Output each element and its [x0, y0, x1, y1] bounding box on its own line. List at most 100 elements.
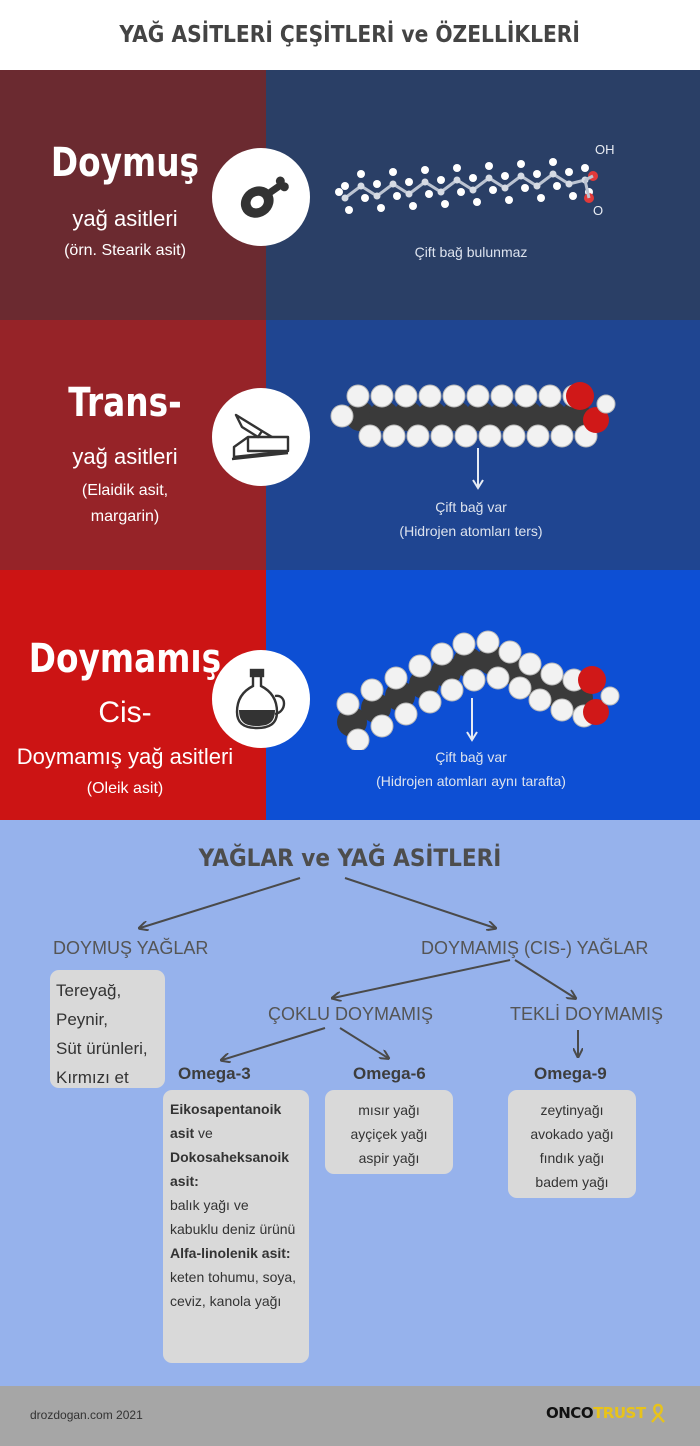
hydrogen-atom: [469, 174, 477, 182]
logo-text-trust: TRUST: [593, 1404, 646, 1422]
carbon-atom: [453, 176, 461, 184]
skeletal-molecule: [335, 158, 598, 214]
butter-knife-icon: [212, 388, 310, 486]
hydrogen-atom: [408, 654, 432, 678]
list-item: Tereyağ,: [56, 981, 122, 1000]
hydrogen-atom: [346, 384, 370, 408]
bent-chain-molecule: [336, 630, 620, 750]
trans-example-2: margarin): [90, 508, 160, 525]
list-item: keten tohumu, soya,: [170, 1269, 297, 1285]
double-bond-arrow-icon: [466, 698, 478, 742]
oxygen-atom: [583, 699, 609, 725]
carbon-atom: [533, 182, 541, 190]
saturated-fats-node: DOYMUŞ YAĞLAR: [53, 938, 209, 958]
carbon-atom: [441, 401, 471, 431]
hydrogen-atom: [526, 424, 550, 448]
carbon-atom: [485, 174, 493, 182]
hydrogen-atom: [442, 384, 466, 408]
monounsaturated-node: TEKLİ DOYMAMIŞ: [510, 1004, 664, 1024]
hydrogen-atom: [437, 176, 445, 184]
hydrogen-atom: [370, 714, 394, 738]
carbon-atom: [437, 188, 445, 196]
hydrogen-atom: [418, 384, 442, 408]
cis-title: Cis-: [98, 696, 152, 729]
carbon-atom: [373, 192, 381, 200]
hydrogen-atom: [486, 666, 510, 690]
hydrogen-atom: [454, 424, 478, 448]
hydrogen-atom: [373, 180, 381, 188]
carbon-atom: [369, 401, 399, 431]
hydrogen-atom: [533, 170, 541, 178]
hydrogen-atom: [540, 662, 564, 686]
tree-arrows: [0, 877, 700, 1386]
carbon-atom: [565, 180, 573, 188]
hydrogen-atom: [358, 424, 382, 448]
hydrogen-atom: [550, 698, 574, 722]
hydrogen-atom: [485, 162, 493, 170]
hydrogen-atom: [457, 188, 465, 196]
carbon-atom: [421, 178, 429, 186]
trans-title: Trans-: [68, 380, 182, 426]
hydrogen-atom: [478, 424, 502, 448]
unsaturated-band: Doymamış Cis- Doymamış yağ asitleri (Ole…: [0, 570, 700, 820]
hydrogen-atom: [528, 688, 552, 712]
hydrogen-atom: [505, 196, 513, 204]
omega3-label: Omega-3: [178, 1064, 251, 1083]
credit-text: drozdogan.com 2021: [30, 1408, 143, 1422]
polyunsaturated-node: ÇOKLU DOYMAMIŞ: [268, 1004, 434, 1024]
hydrogen-atom: [452, 632, 476, 656]
hydrogen-atom: [553, 182, 561, 190]
list-item: zeytinyağı: [540, 1102, 604, 1118]
omega3-dha: Dokosaheksanoik: [170, 1149, 290, 1165]
hydrogen-atom: [517, 160, 525, 168]
hydrogen-atom: [508, 676, 532, 700]
hydrogen-atom: [550, 424, 574, 448]
carbon-atom: [501, 184, 509, 192]
hydrogen-atom: [498, 640, 522, 664]
hydrogen-atom: [489, 186, 497, 194]
hydrogen-atom: [581, 164, 589, 172]
hydrogen-atom: [377, 204, 385, 212]
hydrogen-atom: [462, 668, 486, 692]
oil-bottle-icon: [212, 650, 310, 748]
saturated-band: Doymuş yağ asitleri (örn. Stearik asit) …: [0, 70, 700, 320]
hydrogen-atom: [514, 384, 538, 408]
saturated-caption: Çift bağ bulunmaz: [414, 244, 528, 260]
hydrogen-atom: [335, 188, 343, 196]
trans-example-1: (Elaidik asit,: [81, 482, 169, 499]
list-item: ceviz, kanola yağı: [170, 1293, 282, 1309]
carbon-atom: [393, 401, 423, 431]
double-bond-arrow-icon: [472, 448, 484, 490]
omega3-epa-asit: asit: [170, 1125, 195, 1141]
list-item: ayçiçek yağı: [350, 1126, 428, 1142]
omega3-epa: Eikosapentanoik: [170, 1101, 282, 1117]
saturated-example: (örn. Stearik asit): [64, 242, 186, 259]
oncotrust-logo: ONCOTRUST: [546, 1403, 665, 1423]
hydrogen-atom: [501, 172, 509, 180]
list-item: badem yağı: [535, 1174, 609, 1190]
trans-caption-2: (Hidrojen atomları ters): [399, 523, 543, 539]
hydrogen-atom: [382, 424, 406, 448]
carbon-atom: [469, 186, 477, 194]
logo-text-onco: ONCO: [546, 1404, 594, 1422]
omega9-label: Omega-9: [534, 1064, 607, 1083]
oxygen-atom: [578, 666, 606, 694]
hydrogen-atom: [341, 182, 349, 190]
hydrogen-atom: [441, 200, 449, 208]
hydrogen-atom: [596, 394, 616, 414]
list-item: balık yağı ve: [170, 1197, 249, 1213]
hydrogen-atom: [389, 168, 397, 176]
hydrogen-atom: [370, 384, 394, 408]
cis-caption-1: Çift bağ var: [435, 749, 507, 765]
oh-label: OH: [595, 142, 615, 157]
trans-band: Trans- yağ asitleri (Elaidik asit, marga…: [0, 320, 700, 570]
list-item: avokado yağı: [530, 1126, 614, 1142]
carbon-atom: [513, 401, 543, 431]
list-item: fındık yağı: [539, 1150, 605, 1166]
hydrogen-atom: [346, 728, 370, 750]
omega9-box: zeytinyağı avokado yağı fındık yağı bade…: [508, 1090, 636, 1198]
omega3-ala: Alfa-linolenik asit:: [170, 1245, 291, 1261]
hydrogen-atom: [600, 686, 620, 706]
list-item: mısır yağı: [358, 1102, 420, 1118]
hydrogen-atom: [502, 424, 526, 448]
